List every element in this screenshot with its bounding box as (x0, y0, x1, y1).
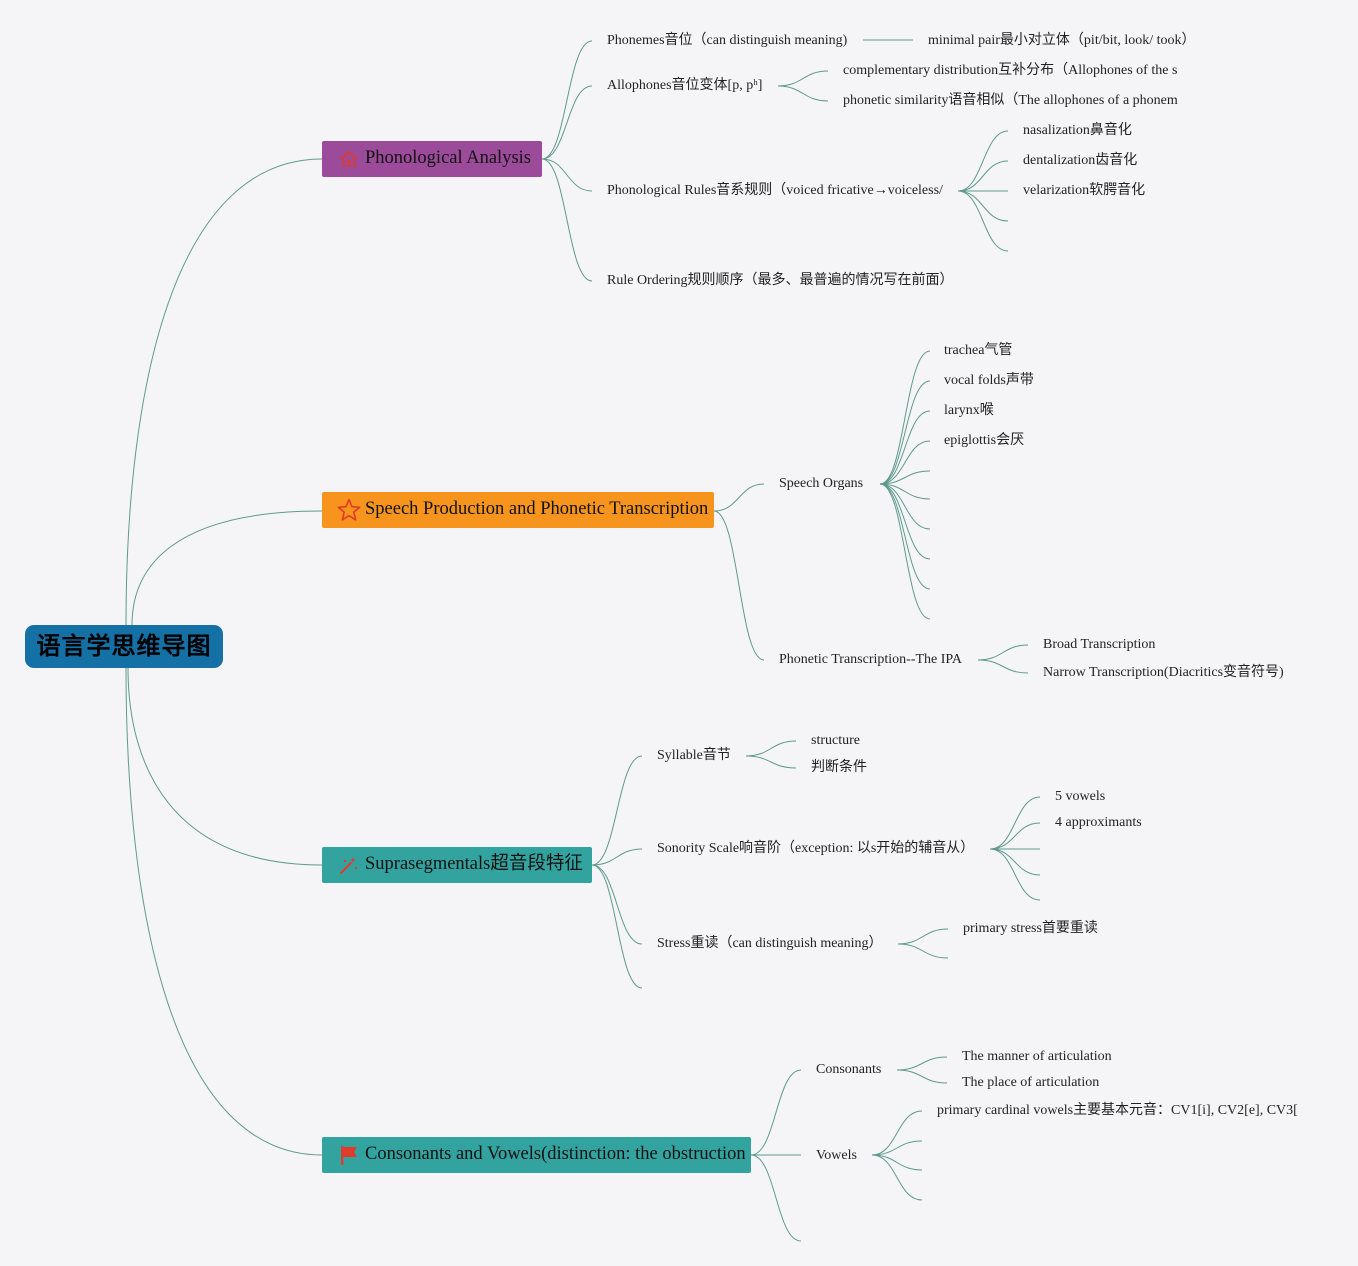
connector-line (127, 667, 323, 866)
leaf-allophones[interactable]: Allophones音位变体[p, pʰ] (607, 78, 763, 93)
leaf-phonetic-similarity[interactable]: phonetic similarity语音相似（The allophones o… (843, 93, 1178, 108)
connector-line (977, 659, 1029, 674)
connector-line (957, 130, 1009, 192)
connector-line (879, 483, 931, 500)
connector-line (879, 483, 931, 530)
branch-phonological-analysis[interactable]: Phonological Analysis (322, 141, 542, 177)
connector-line (871, 1154, 923, 1201)
connector-line (745, 740, 797, 757)
branch-title: Speech Production and Phonetic Transcrip… (365, 499, 709, 519)
leaf-minimal-pair[interactable]: minimal pair最小对立体（pit/bit, look/ took） (928, 33, 1196, 48)
connector-line (897, 928, 949, 945)
connector-line (591, 755, 643, 866)
connector-line (897, 943, 949, 959)
magic-wand-icon (340, 857, 358, 874)
connector-line (591, 864, 643, 989)
leaf-dentalization[interactable]: dentalization齿音化 (1023, 153, 1138, 168)
leaf-nasalization[interactable]: nasalization鼻音化 (1023, 123, 1132, 138)
connector-line (591, 864, 643, 945)
leaf-4-approximants[interactable]: 4 approximants (1055, 815, 1142, 830)
branch-title: Phonological Analysis (365, 148, 531, 168)
branch-consonants-vowels[interactable]: Consonants and Vowels(distinction: the o… (322, 1137, 751, 1173)
leaf-larynx[interactable]: larynx喉 (944, 403, 994, 418)
leaf-trachea[interactable]: trachea气管 (944, 343, 1013, 358)
leaf-epiglottis[interactable]: epiglottis会厌 (944, 433, 1025, 448)
connector-line (745, 755, 797, 769)
leaf-primary-stress[interactable]: primary stress首要重读 (963, 921, 1098, 936)
connector-line (957, 190, 1009, 222)
connector-line (989, 822, 1041, 850)
connector-line (896, 1056, 948, 1071)
leaf-syllable[interactable]: Syllable音节 (657, 748, 731, 763)
leaf-consonants[interactable]: Consonants (816, 1062, 882, 1077)
connector-line (591, 848, 643, 866)
connector-line (957, 190, 1009, 252)
leaf-velarization[interactable]: velarization软腭音化 (1023, 183, 1146, 198)
leaf-place-of-articulation[interactable]: The place of articulation (962, 1075, 1100, 1090)
connector-line (541, 85, 593, 160)
leaf-stress[interactable]: Stress重读（can distinguish meaning） (657, 936, 883, 951)
leaf-manner-of-articulation[interactable]: The manner of articulation (962, 1049, 1112, 1064)
connector-line (879, 440, 931, 485)
connector-line (977, 644, 1029, 661)
leaf-narrow-transcription[interactable]: Narrow Transcription(Diacritics变音符号) (1043, 665, 1284, 680)
leaf-rule-ordering[interactable]: Rule Ordering规则顺序（最多、最普遍的情况写在前面） (607, 273, 954, 288)
branch-speech-production[interactable]: Speech Production and Phonetic Transcrip… (322, 492, 714, 528)
connector-line (871, 1110, 923, 1156)
leaf-phonemes[interactable]: Phonemes音位（can distinguish meaning) (607, 33, 848, 48)
leaf-vowels[interactable]: Vowels (816, 1148, 857, 1163)
connector-line (713, 510, 765, 661)
connector-line (131, 510, 323, 626)
flag-icon (341, 1146, 357, 1165)
connector-line (989, 796, 1041, 850)
leaf-criteria[interactable]: 判断条件 (811, 760, 867, 775)
connector-line (713, 483, 765, 512)
connector-line (871, 1140, 923, 1156)
leaf-phonological-rules[interactable]: Phonological Rules音系规则（voiced fricative→… (607, 183, 943, 198)
connector-line (541, 158, 593, 282)
branch-title: Consonants and Vowels(distinction: the o… (365, 1144, 746, 1164)
connector-line (125, 158, 323, 626)
connector-line (989, 848, 1041, 876)
leaf-cardinal-vowels[interactable]: primary cardinal vowels主要基本元音：CV1[i], CV… (937, 1103, 1298, 1118)
leaf-phonetic-transcription[interactable]: Phonetic Transcription--The IPA (779, 652, 963, 667)
connector-line (879, 350, 931, 485)
connector-line (541, 40, 593, 160)
connector-line (879, 380, 931, 485)
connector-line (879, 470, 931, 485)
leaf-5-vowels[interactable]: 5 vowels (1055, 789, 1106, 804)
leaf-structure[interactable]: structure (811, 733, 860, 748)
root-node[interactable]: 语言学思维导图 (25, 625, 223, 668)
connector-line (957, 160, 1009, 192)
connector-line (871, 1154, 923, 1171)
leaf-speech-organs[interactable]: Speech Organs (779, 476, 864, 491)
branch-title: Suprasegmentals超音段特征 (365, 854, 583, 874)
star-icon (337, 498, 361, 521)
leaf-vocal-folds[interactable]: vocal folds声带 (944, 373, 1034, 388)
leaf-broad-transcription[interactable]: Broad Transcription (1043, 637, 1156, 652)
connector-line (750, 1069, 802, 1156)
leaf-complementary-distribution[interactable]: complementary distribution互补分布（Allophone… (843, 63, 1178, 78)
connector-line (879, 483, 931, 560)
connector-line (125, 667, 323, 1156)
branch-suprasegmentals[interactable]: Suprasegmentals超音段特征 (322, 847, 592, 883)
connector-line (777, 85, 829, 102)
leaf-sonority-scale[interactable]: Sonority Scale响音阶（exception: 以s开始的辅音从） (657, 841, 975, 856)
connector-line (750, 1154, 802, 1242)
connector-line (896, 1069, 948, 1084)
connector-line (879, 410, 931, 485)
connector-line (541, 158, 593, 192)
connector-line (777, 70, 829, 87)
home-icon (340, 150, 358, 167)
connector-line (989, 848, 1041, 901)
connector-line (879, 483, 931, 620)
connector-line (879, 483, 931, 590)
